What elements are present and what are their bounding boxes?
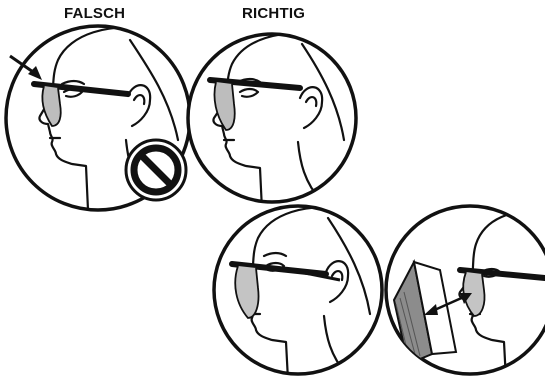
- panel-wrong: [6, 26, 190, 210]
- panel-fit-check: [214, 206, 382, 380]
- panel-right: [188, 34, 356, 210]
- panel-reading-distance: [386, 206, 545, 380]
- no-entry-sign-icon: [126, 140, 186, 200]
